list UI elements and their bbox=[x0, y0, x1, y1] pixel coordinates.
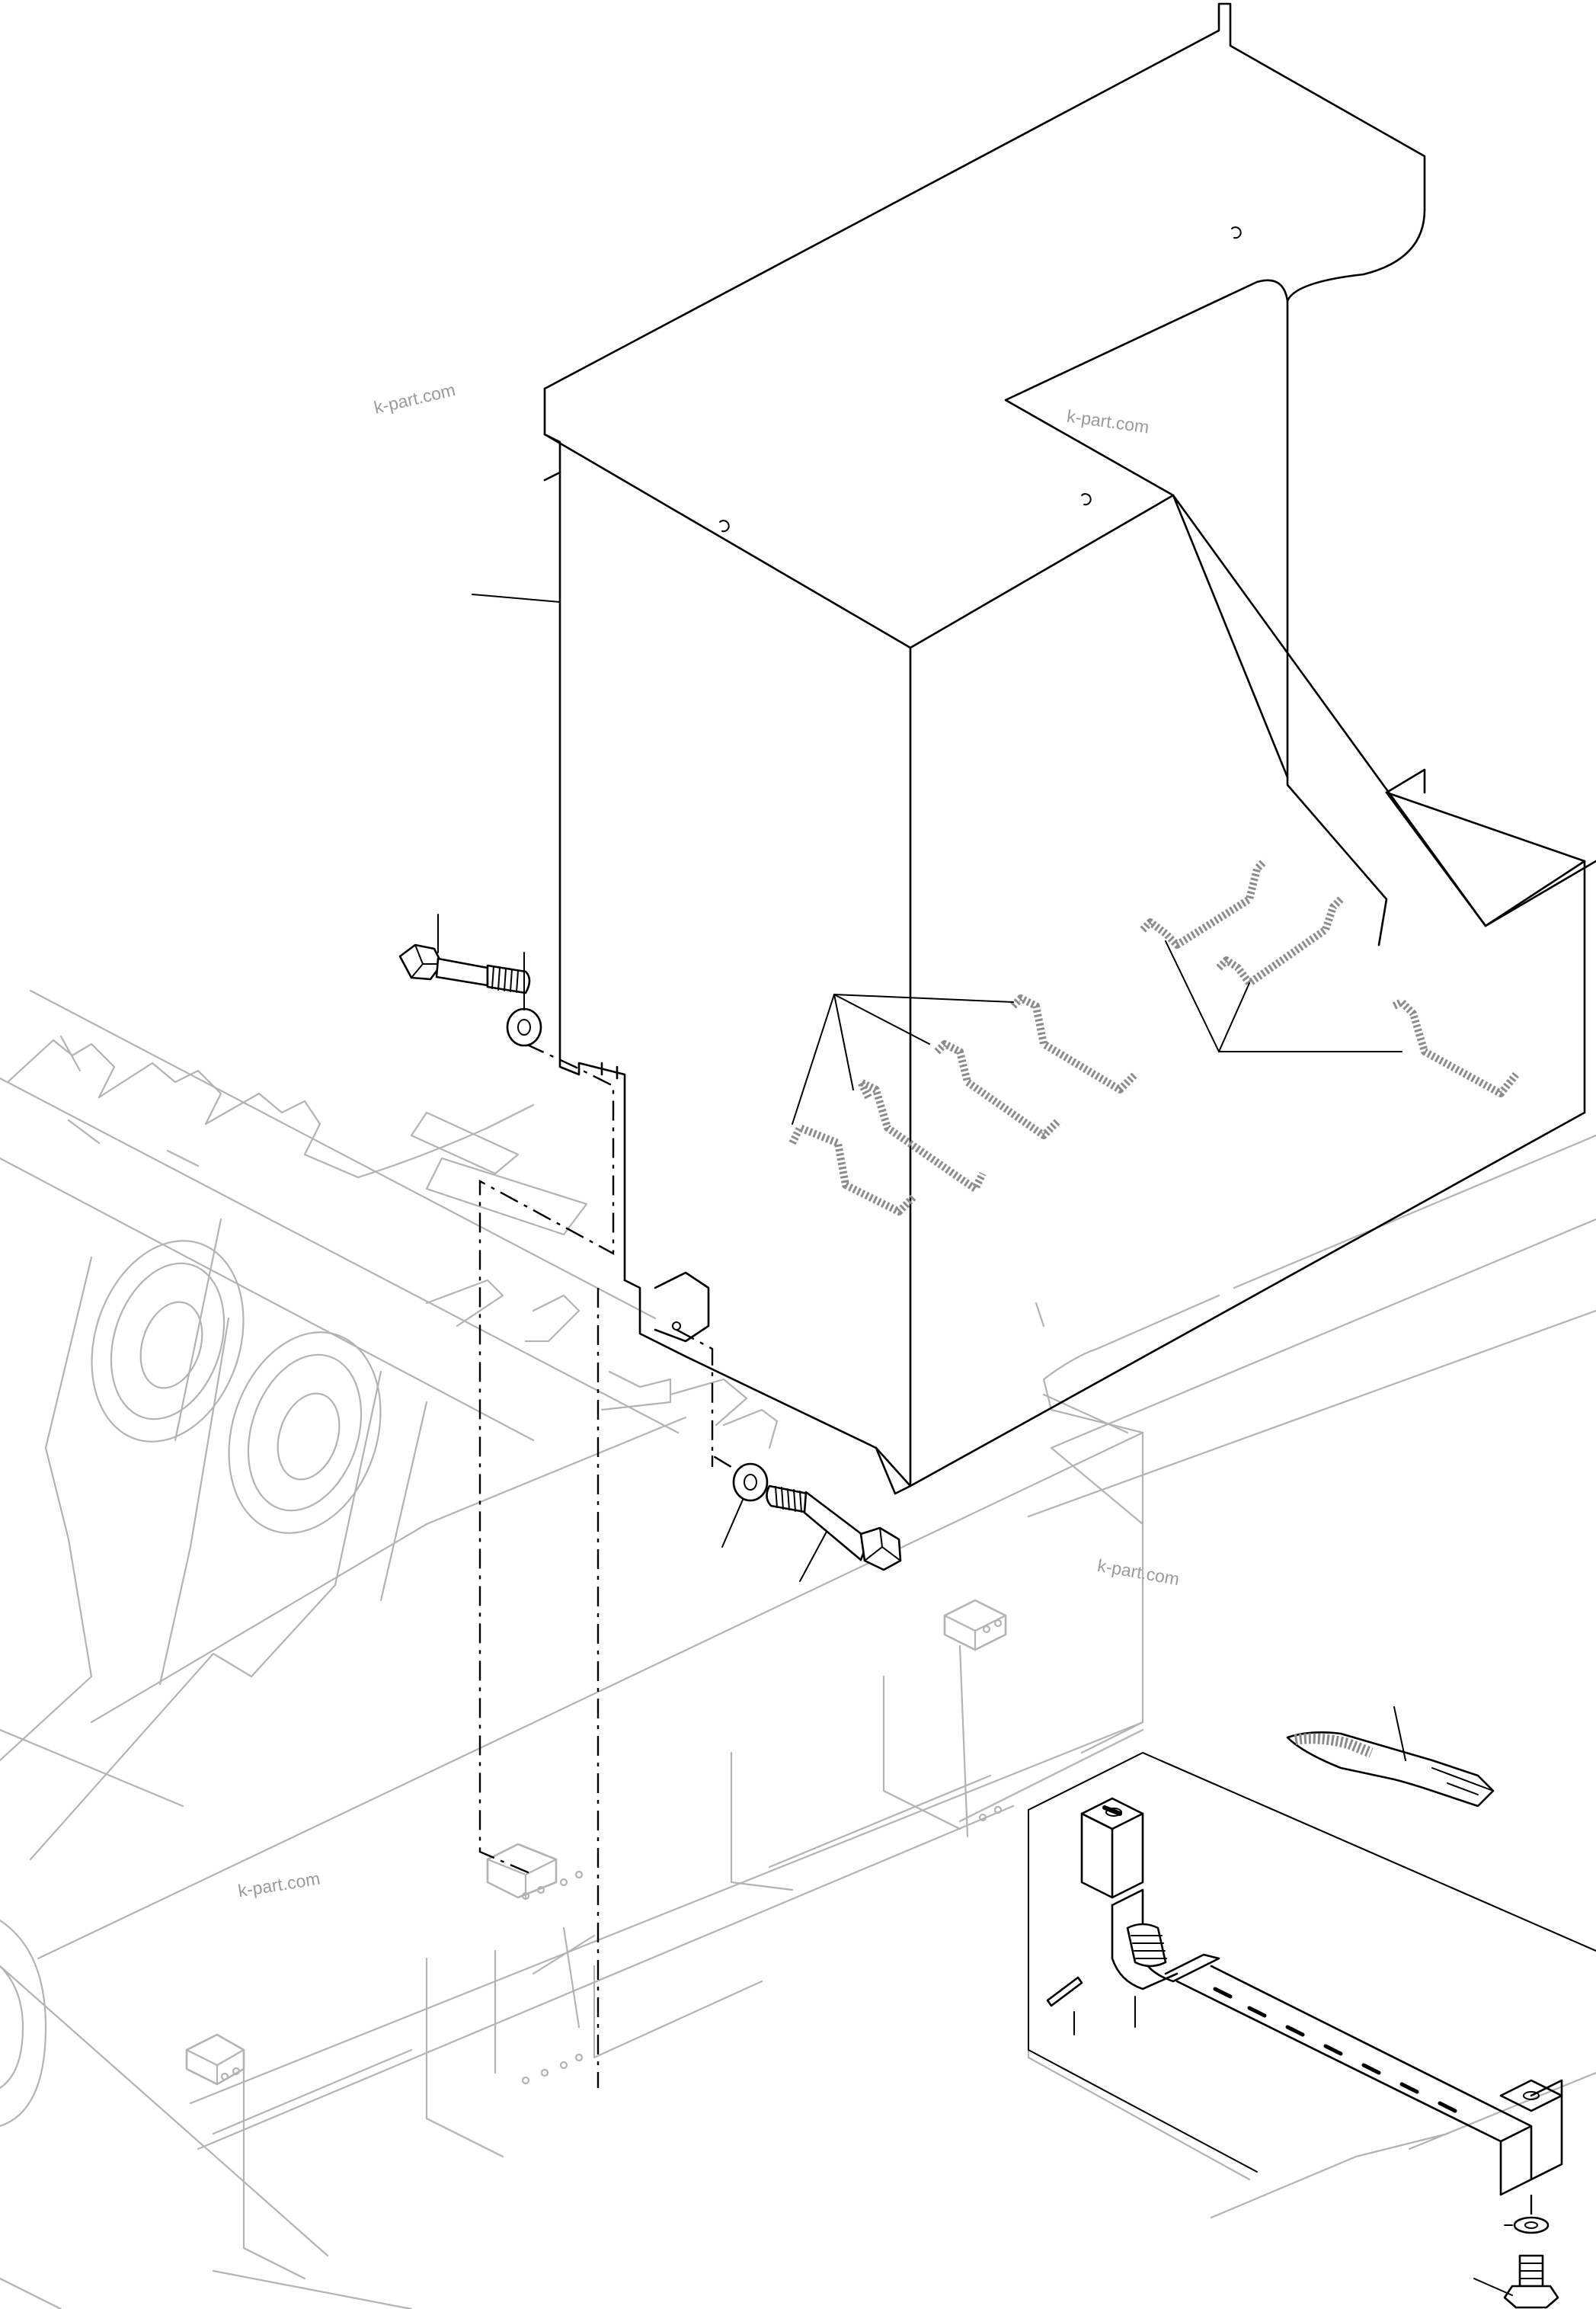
alignment-lines bbox=[478, 1042, 738, 2088]
washer-upper-left bbox=[506, 952, 542, 1047]
machine-frame-background bbox=[0, 989, 1596, 2309]
washer-lower bbox=[721, 1462, 769, 1548]
clip-hatches bbox=[788, 858, 1519, 1215]
cover-assembly bbox=[472, 2, 1596, 1495]
bracket-assembly bbox=[1028, 1706, 1596, 2309]
bolt-lower bbox=[766, 1484, 902, 1582]
bolt-upper-left bbox=[398, 914, 531, 994]
